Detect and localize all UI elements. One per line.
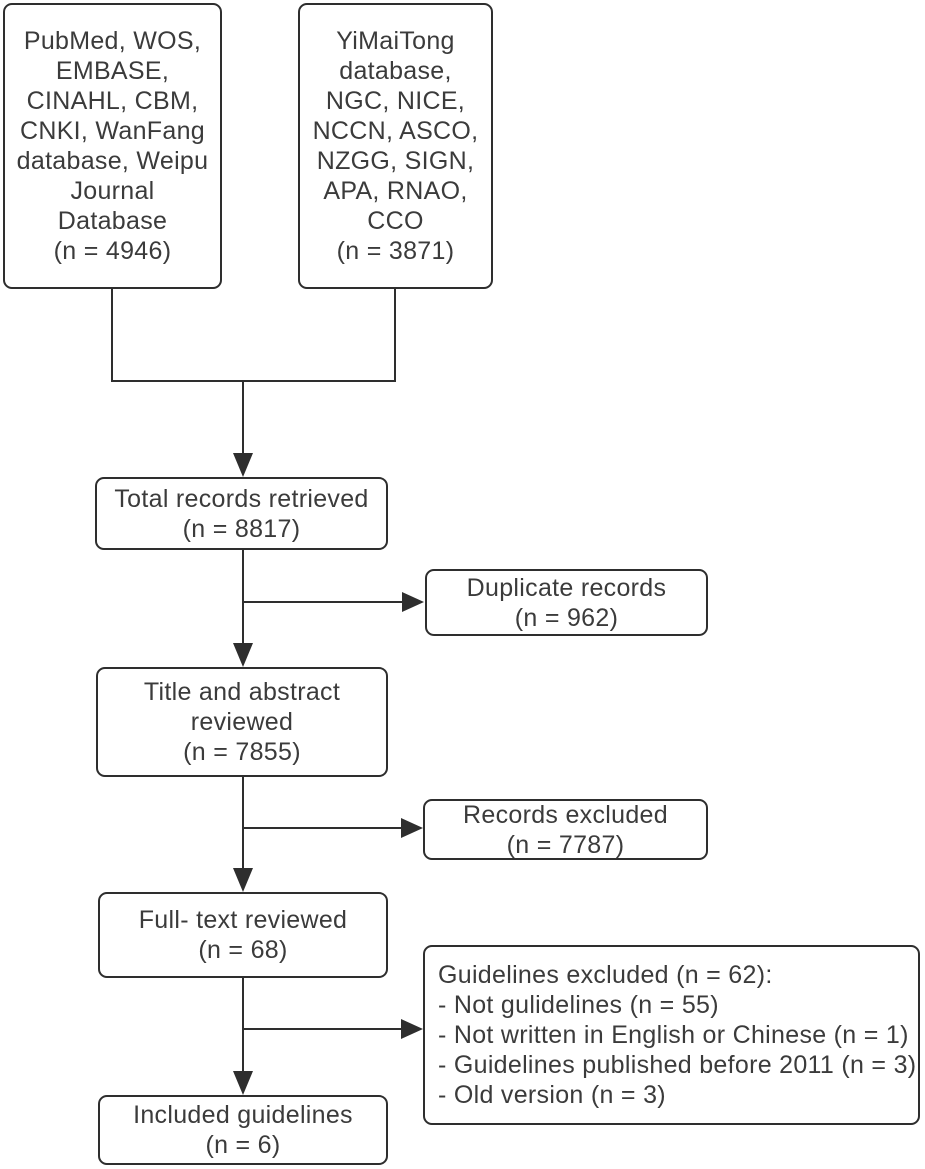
duplicate-records-label: Duplicate records (n = 962) xyxy=(466,573,667,632)
duplicate-records-box: Duplicate records (n = 962) xyxy=(425,569,708,636)
connector-line-total-to-title-abstract xyxy=(242,550,244,645)
records-excluded-label: Records excluded (n = 7787) xyxy=(463,800,668,859)
arrowhead-down-icon xyxy=(233,868,253,892)
connector-line-right-sources-drop xyxy=(394,289,396,382)
total-records-box: Total records retrieved (n = 8817) xyxy=(95,477,388,550)
primary-sources-label: PubMed, WOS, EMBASE, CINAHL, CBM, CNKI, … xyxy=(16,27,209,265)
connector-line-to-total-records xyxy=(242,380,244,455)
connector-line-title-abstract-to-fulltext xyxy=(242,777,244,870)
fulltext-reviewed-label: Full- text reviewed (n = 68) xyxy=(138,906,348,964)
title-abstract-reviewed-label: Title and abstract reviewed (n = 7855) xyxy=(143,678,341,766)
guidelines-excluded-box: Guidelines excluded (n = 62): - Not guli… xyxy=(423,945,920,1125)
title-abstract-reviewed-box: Title and abstract reviewed (n = 7855) xyxy=(96,667,388,777)
connector-line-branch-records-excluded xyxy=(243,827,403,829)
connector-line-branch-guidelines-excluded xyxy=(243,1028,403,1030)
arrowhead-down-icon xyxy=(233,1071,253,1095)
total-records-label: Total records retrieved (n = 8817) xyxy=(114,484,369,543)
arrowhead-down-icon xyxy=(233,453,253,477)
connector-line-left-sources-drop xyxy=(111,289,113,382)
connector-line-sources-join xyxy=(111,380,396,382)
arrowhead-down-icon xyxy=(233,643,253,667)
arrowhead-right-icon xyxy=(402,592,424,612)
included-guidelines-box: Included guidelines (n = 6) xyxy=(98,1095,388,1165)
included-guidelines-label: Included guidelines (n = 6) xyxy=(133,1101,353,1159)
connector-line-branch-duplicate-records xyxy=(243,601,403,603)
arrowhead-right-icon xyxy=(401,818,423,838)
fulltext-reviewed-box: Full- text reviewed (n = 68) xyxy=(98,892,388,978)
guidelines-excluded-label: Guidelines excluded (n = 62): - Not guli… xyxy=(438,961,917,1109)
guideline-sources-box: YiMaiTong database, NGC, NICE, NCCN, ASC… xyxy=(298,3,493,289)
guideline-sources-label: YiMaiTong database, NGC, NICE, NCCN, ASC… xyxy=(312,27,479,265)
primary-sources-box: PubMed, WOS, EMBASE, CINAHL, CBM, CNKI, … xyxy=(3,3,222,289)
records-excluded-box: Records excluded (n = 7787) xyxy=(423,799,708,860)
connector-line-fulltext-to-included xyxy=(242,978,244,1073)
arrowhead-right-icon xyxy=(401,1019,423,1039)
